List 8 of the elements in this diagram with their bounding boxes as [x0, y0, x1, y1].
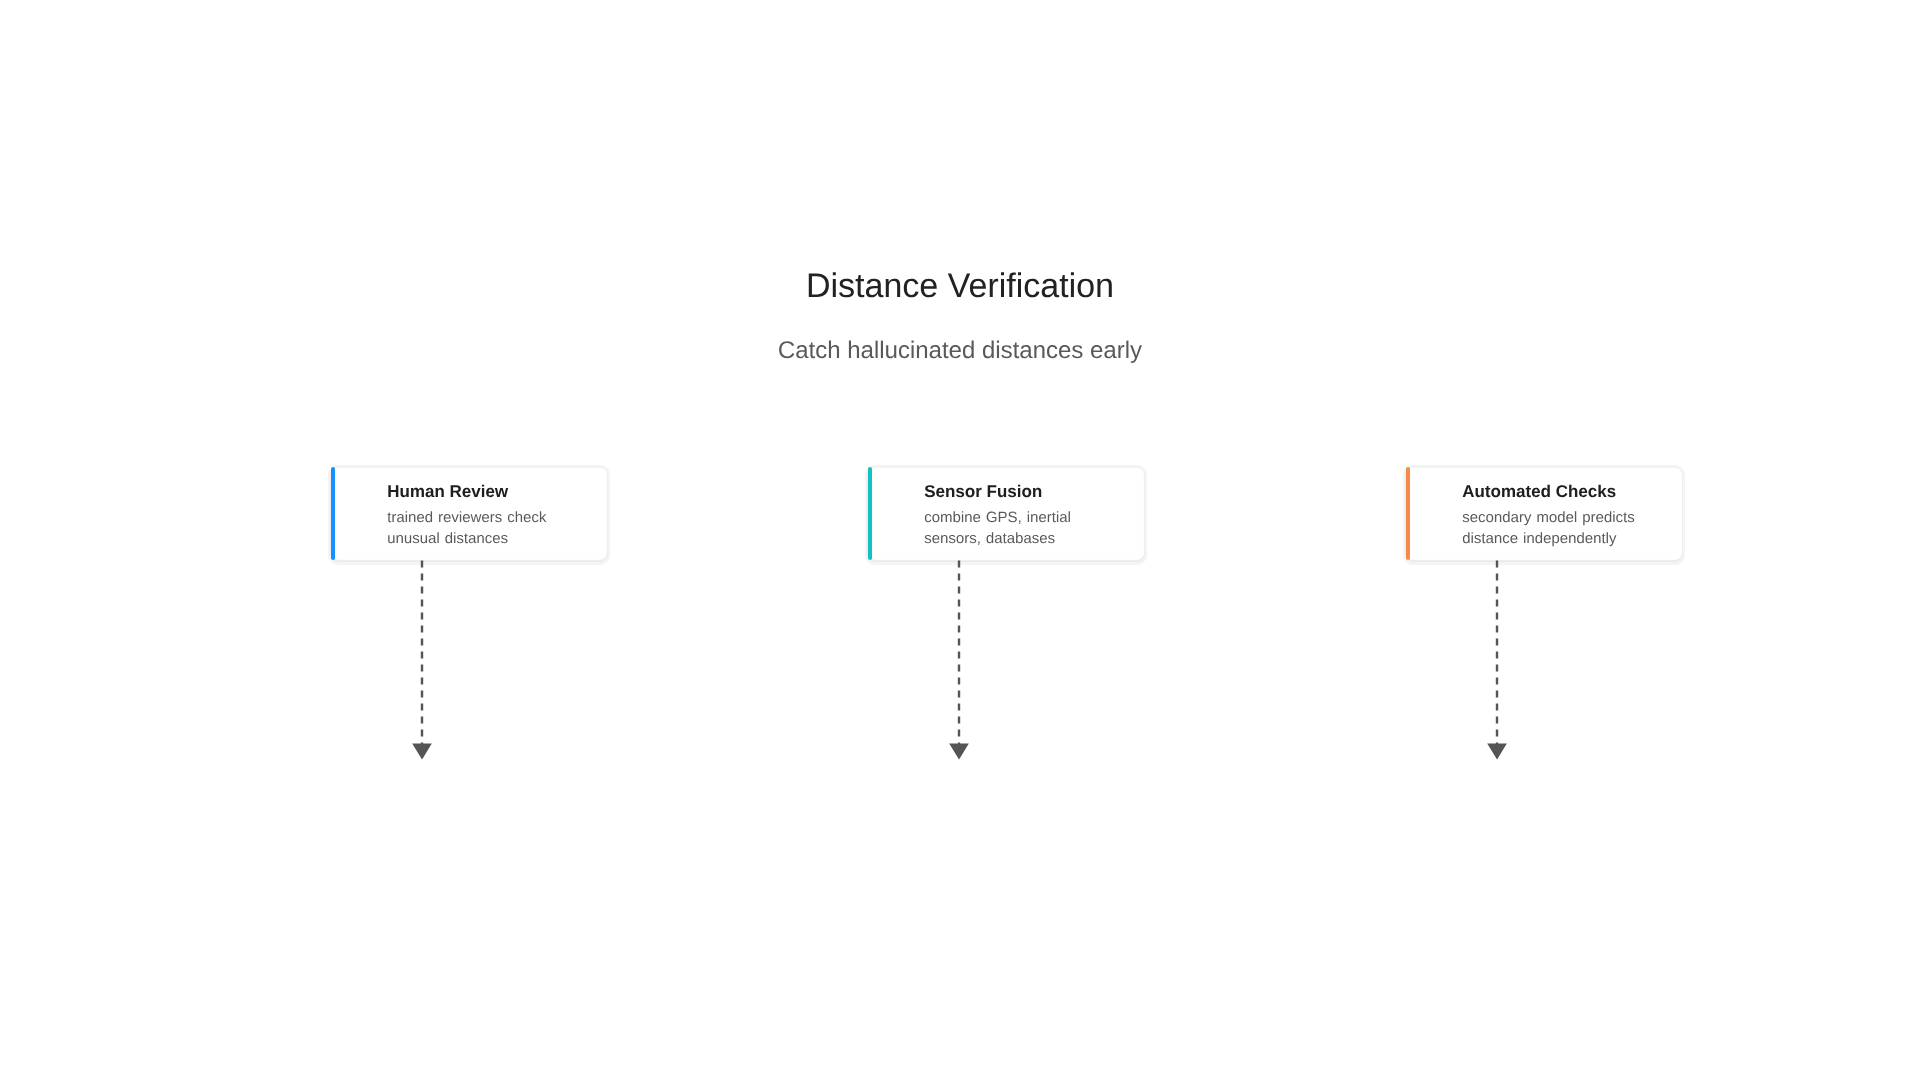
card-heading: Human Review	[388, 484, 509, 498]
card-heading: Automated Checks	[1462, 484, 1616, 498]
card-text: trained reviewers check unusual distances	[387, 511, 547, 544]
card-text: combine GPS, inertial sensors, databases	[924, 511, 1070, 545]
subtitle: Catch hallucinated distances early	[779, 340, 1142, 363]
card-text: secondary model predicts distance independently	[1462, 511, 1635, 547]
card-heading: Sensor Fusion	[924, 484, 1042, 498]
title: Distance Verification	[808, 272, 1112, 298]
